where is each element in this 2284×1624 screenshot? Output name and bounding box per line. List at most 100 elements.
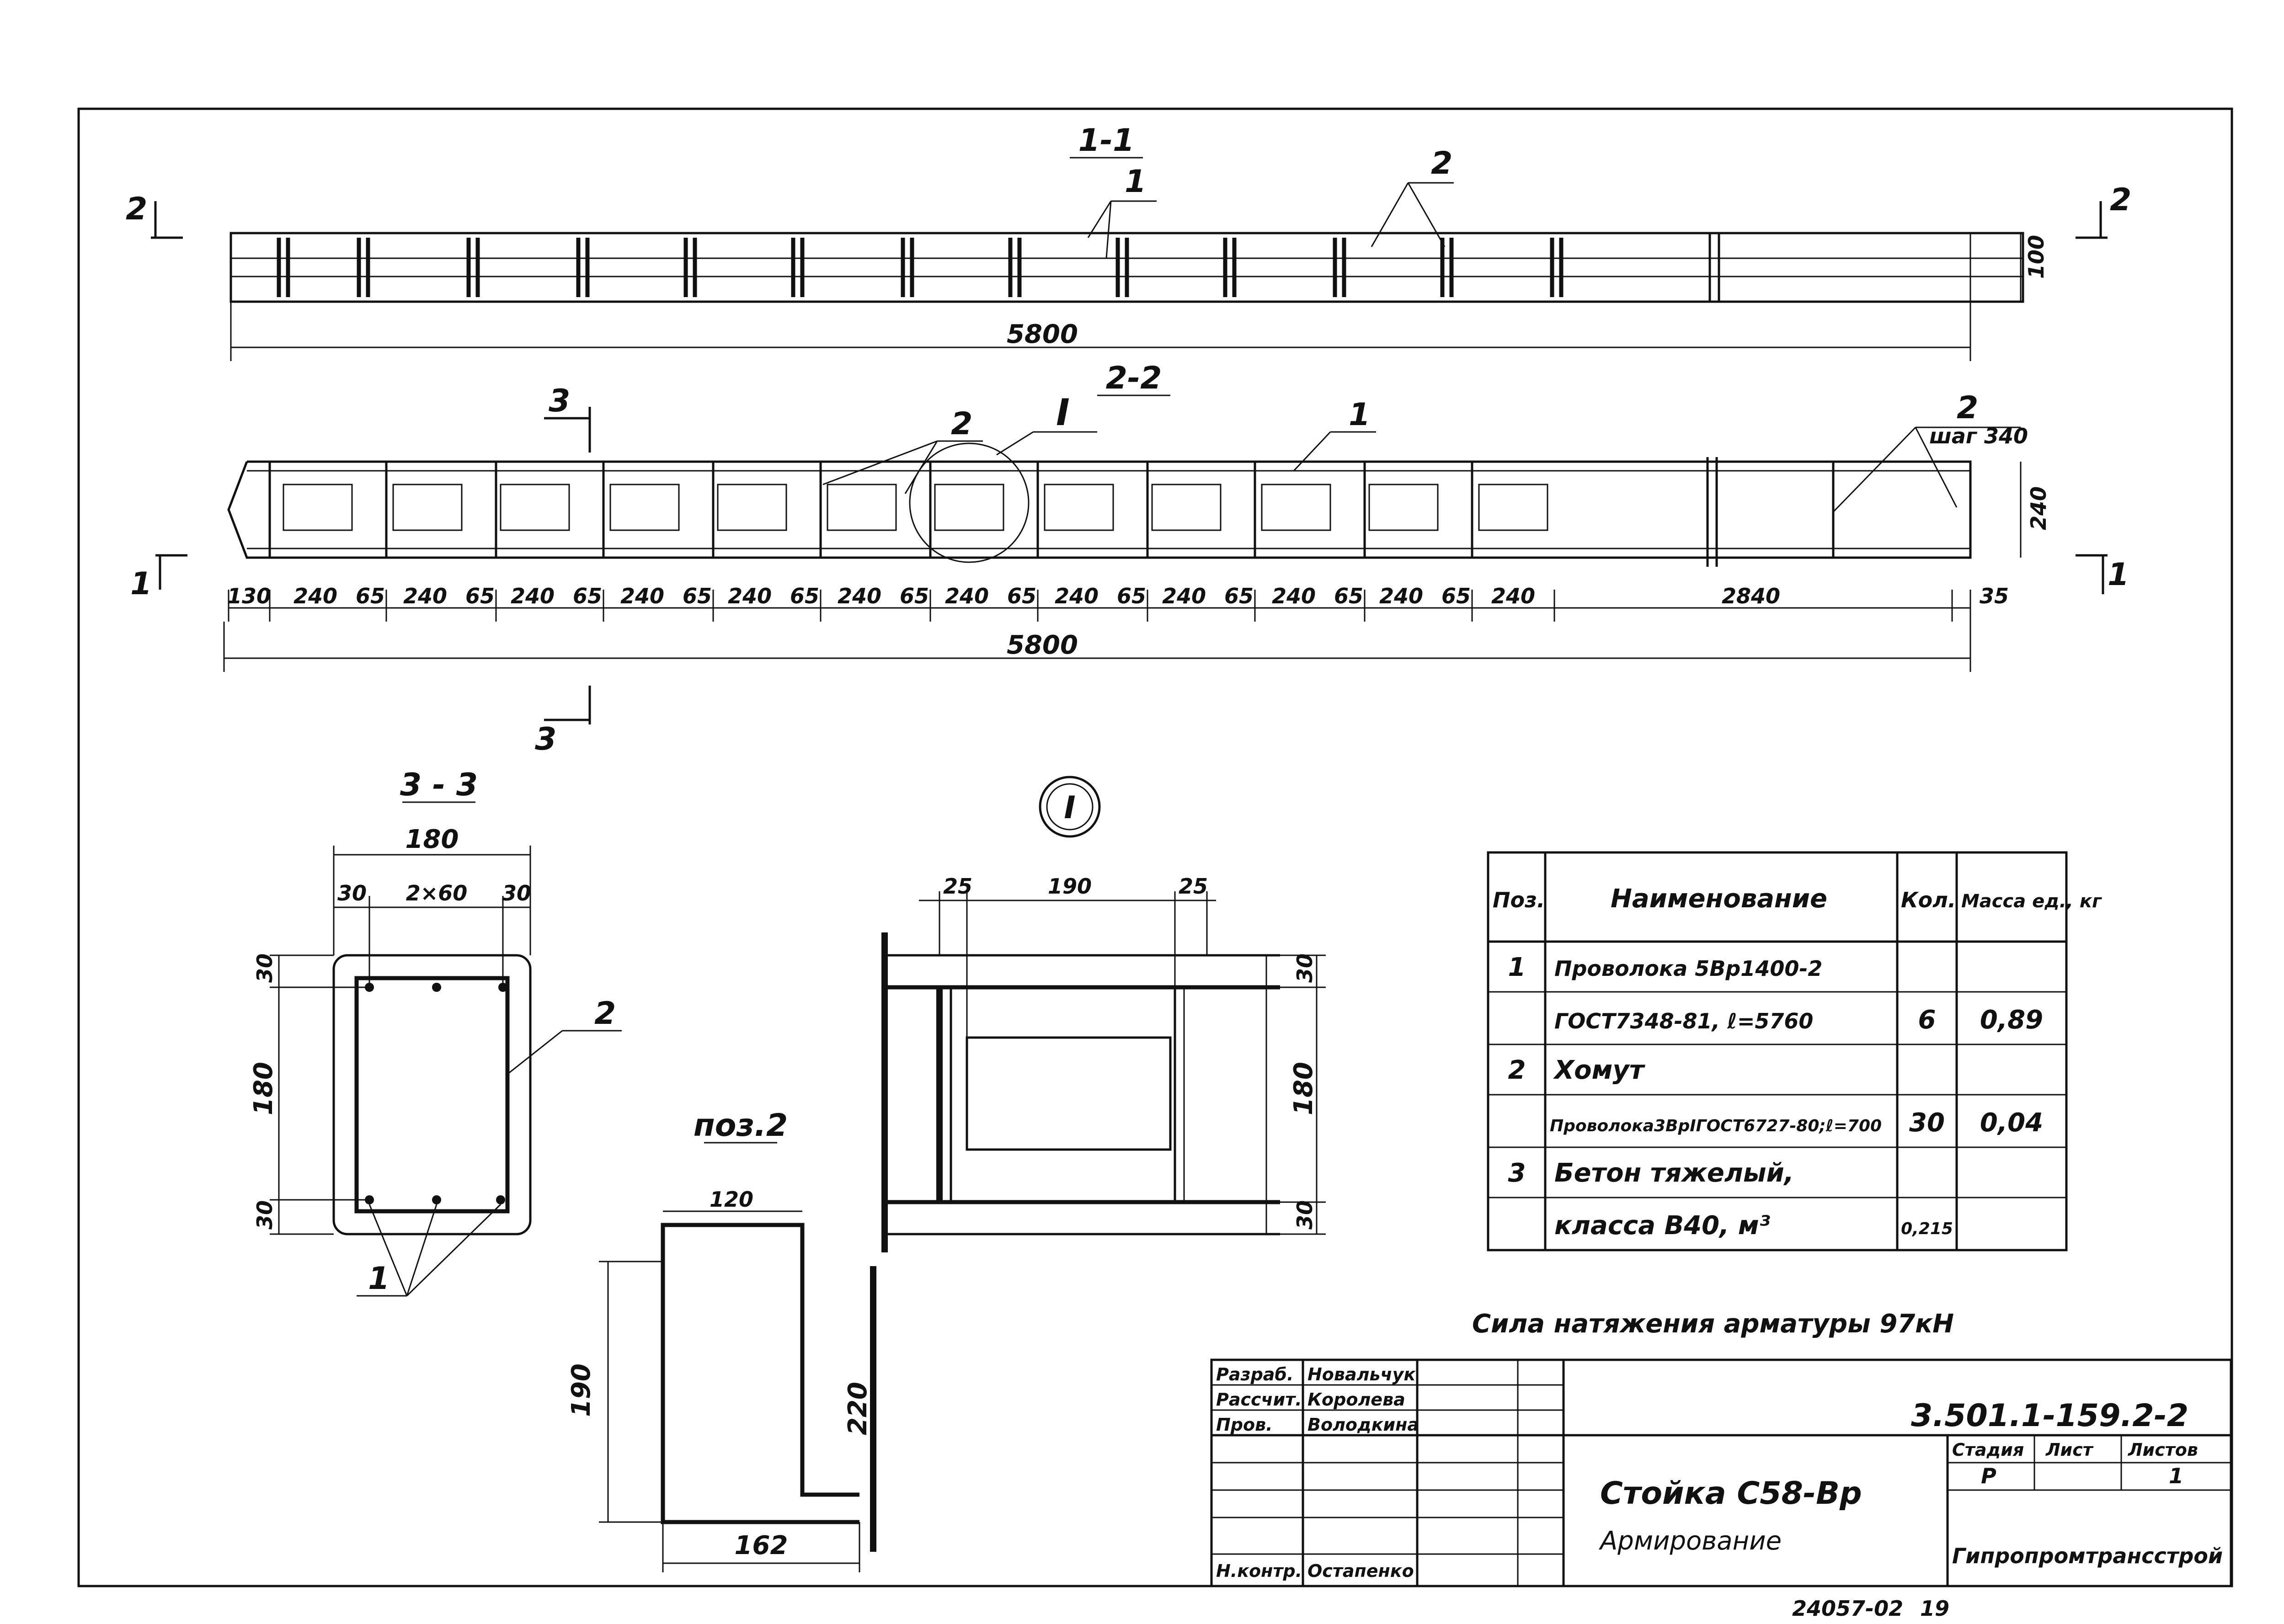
seg-dim: 65 — [465, 584, 495, 608]
spec-row-qty: 30 — [1909, 1108, 1945, 1138]
callout-2-2-pos2b: 2 — [1957, 390, 1978, 426]
tension-note: Сила натяжения арматуры 97кН — [1472, 1309, 1954, 1339]
spec-header-name: Наименование — [1611, 884, 1827, 914]
section-1-1-title: 1-1 — [1078, 122, 1135, 159]
tb-sheets: 1 — [2169, 1464, 2183, 1488]
section-3-3: 3 - 3 180 30 2×60 30 30 180 30 2 1 — [249, 767, 622, 1297]
dim-1-1-length: 5800 — [1007, 319, 1078, 349]
seg-dim: 240 — [945, 584, 989, 608]
callout-1-1-pos1: 1 — [1125, 164, 1146, 200]
seg-dim: 240 — [1379, 584, 1423, 608]
svg-text:3: 3 — [549, 383, 570, 419]
spec-row-name: Проволока 5Вр1400-2 — [1554, 956, 1822, 981]
callout-3-3-pos2: 2 — [594, 996, 616, 1032]
spec-row-poz: 1 — [1508, 953, 1526, 982]
tb-sheet-label: Лист — [2045, 1440, 2094, 1460]
dim-poz2-162: 162 — [735, 1531, 788, 1560]
spec-row-name: класса В40, м³ — [1554, 1211, 1770, 1241]
spec-row-name: Хомут — [1553, 1055, 1646, 1085]
page-number: 19 — [1920, 1596, 1949, 1621]
dim-3-3-30a: 30 — [337, 881, 367, 905]
dim-detail-h30a: 30 — [1292, 953, 1317, 983]
spec-table: Поз. Наименование Кол. Масса ед., кг 1 П… — [1487, 851, 2102, 1251]
dim-3-3-h30a: 30 — [252, 953, 277, 983]
seg-dim: 65 — [356, 584, 385, 608]
dim-poz2-120: 120 — [710, 1187, 753, 1212]
spec-header-qty: Кол. — [1901, 888, 1956, 912]
callout-2-2-pos1: 1 — [1349, 397, 1370, 433]
dim-detail-25a: 25 — [943, 874, 972, 899]
spec-row-name: ГОСТ7348-81, ℓ=5760 — [1554, 1009, 1813, 1033]
detail-marker-label: I — [1056, 391, 1070, 434]
poz2-title: поз.2 — [694, 1108, 788, 1144]
spec-header-mass: Масса ед., кг — [1961, 891, 2102, 912]
spec-row-name: Проволока3ВрIГОСТ6727-80;ℓ=700 — [1550, 1117, 1882, 1135]
section-2-2: 2-2 — [223, 360, 2051, 672]
seg-dim: 240 — [294, 584, 337, 608]
dim-detail-25b: 25 — [1179, 874, 1208, 899]
seg-dim: 35 — [1980, 584, 2009, 608]
tb-stage: Р — [1981, 1464, 1996, 1488]
beam-1-1 — [229, 232, 2024, 303]
seg-dim: 240 — [838, 584, 881, 608]
seg-dim: 130 — [227, 584, 271, 608]
svg-text:3: 3 — [535, 721, 556, 757]
spec-row-name: Бетон тяжелый, — [1554, 1158, 1794, 1188]
dim-1-1-height: 100 — [2024, 235, 2049, 279]
seg-dim: 65 — [1441, 584, 1471, 608]
spec-row-qty: 6 — [1918, 1005, 1936, 1035]
seg-dim: 65 — [1334, 584, 1363, 608]
tb-org: Гипропромтрансстрой — [1952, 1544, 2223, 1568]
seg-dim: 240 — [403, 584, 447, 608]
tb-role: Рассчит. — [1216, 1390, 1302, 1410]
tb-name: Королева — [1307, 1390, 1405, 1410]
seg-dim: 65 — [1117, 584, 1146, 608]
seg-dim: 240 — [1162, 584, 1206, 608]
seg-dim: 240 — [728, 584, 772, 608]
spec-row-mass: 0,89 — [1980, 1005, 2043, 1035]
section-3-3-title: 3 - 3 — [400, 767, 478, 803]
tb-doc-code: 3.501.1-159.2-2 — [1911, 1398, 2188, 1434]
seg-dim: 240 — [1055, 584, 1099, 608]
tb-role: Разраб. — [1216, 1364, 1293, 1384]
seg-dim: 240 — [1272, 584, 1316, 608]
section-1-1: 1-1 1 2 — [229, 122, 2049, 361]
callout-1-1-pos2: 2 — [1431, 145, 1452, 181]
segment-dims: 130 240 65 240 65 240 65 240 65 240 65 2… — [227, 584, 2009, 608]
title-block: Разраб. Рассчит. Пров. Н.контр. Новальчу… — [1210, 1358, 2232, 1587]
callout-2-2-pos2: 2 — [951, 406, 972, 442]
dim-detail-h30b: 30 — [1292, 1200, 1317, 1230]
detail-I-marker: I — [1064, 790, 1075, 826]
seg-dim: 240 — [620, 584, 664, 608]
tb-name: Новальчук — [1307, 1364, 1416, 1384]
archive-number: 24057-02 — [1792, 1596, 1903, 1621]
seg-dim: 65 — [573, 584, 602, 608]
tb-role: Пров. — [1216, 1415, 1273, 1435]
callout-3-3-pos1: 1 — [368, 1261, 390, 1297]
seg-dim: 240 — [511, 584, 555, 608]
dim-3-3-30b: 30 — [502, 881, 531, 905]
tb-name: Остапенко — [1307, 1561, 1414, 1581]
dim-poz2-190: 190 — [566, 1363, 596, 1417]
sheet-frame — [77, 107, 2233, 1587]
tb-name: Володкина — [1307, 1415, 1419, 1435]
tb-drawing-title: Стойка С58-Вр — [1600, 1475, 1862, 1512]
tb-sheets-label: Листов — [2128, 1440, 2198, 1460]
spec-row-poz: 2 — [1508, 1055, 1526, 1085]
dim-3-3-width: 180 — [406, 825, 459, 854]
seg-dim: 65 — [683, 584, 712, 608]
spec-row-qty: 0,215 — [1901, 1219, 1953, 1238]
tb-role: Н.контр. — [1216, 1561, 1302, 1581]
seg-dim: 65 — [790, 584, 819, 608]
seg-dim: 240 — [1491, 584, 1535, 608]
seg-dim: 65 — [1007, 584, 1036, 608]
cut-mark-1: 1 1 — [130, 554, 2129, 602]
svg-text:1: 1 — [2108, 557, 2129, 593]
dim-2-2-length: 5800 — [1007, 630, 1078, 660]
tb-stage-label: Стадия — [1952, 1440, 2024, 1460]
dim-2-2-height: 240 — [2026, 486, 2051, 530]
dim-3-3-2x60: 2×60 — [406, 881, 468, 905]
spec-row-poz: 3 — [1508, 1158, 1526, 1188]
svg-text:1: 1 — [130, 566, 152, 602]
